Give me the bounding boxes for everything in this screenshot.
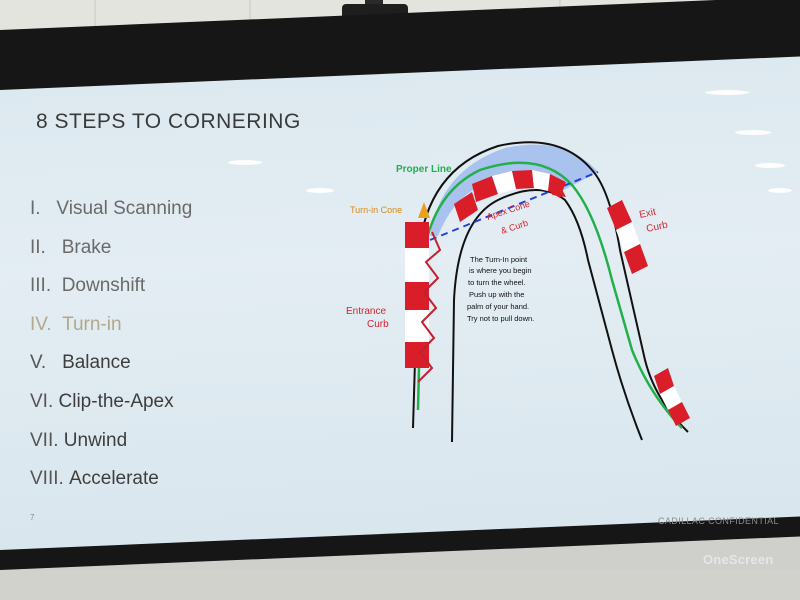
apex-curb-segment (472, 176, 498, 202)
wall-below-display (0, 570, 800, 600)
apex-curb-segment (512, 170, 534, 189)
turn-in-note: The Turn-In point is where you begin to … (467, 255, 534, 323)
exit-curb (607, 200, 690, 426)
entrance-curb-segment (405, 222, 429, 248)
steps-list: I. Visual Scanning II. Brake III. Downsh… (30, 198, 192, 507)
entrance-curb (405, 222, 429, 368)
monitor-brand-logo: OneScreen (703, 552, 774, 567)
step-label: Clip-the-Apex (58, 390, 174, 412)
proper-racing-line (416, 161, 683, 429)
step-numeral: II. (30, 236, 46, 258)
note-line: palm of your hand. (467, 302, 529, 311)
step-item: I. Visual Scanning (30, 198, 192, 237)
ceiling-light-reflection (705, 90, 749, 95)
entrance-curb-segment (405, 248, 429, 282)
step-numeral: I. (30, 198, 41, 219)
step-label: Visual Scanning (56, 198, 193, 219)
step-item: III. Downshift (30, 275, 192, 314)
entrance-label-line2: Curb (367, 319, 389, 330)
step-label: Brake (61, 236, 112, 258)
step-label: Downshift (61, 275, 146, 297)
step-item: VII. Unwind (30, 430, 192, 469)
step-numeral: IV. (30, 313, 52, 335)
note-line: to turn the wheel. (468, 278, 526, 287)
turn-in-dashed-line (429, 171, 599, 241)
ceiling-light-reflection (306, 188, 334, 193)
apex-curb (454, 170, 566, 222)
step-numeral: III. (30, 275, 52, 297)
exit-label-line2: Curb (645, 220, 669, 235)
exit-curb-segment (616, 222, 640, 252)
confidential-notice: CADILLAC CONFIDENTIAL (658, 516, 779, 526)
outer-track-edge (412, 141, 689, 433)
step-label: Turn-in (62, 313, 122, 335)
turn-in-cone-label: Turn-in Cone (350, 205, 402, 215)
turn-in-zone (430, 144, 598, 236)
step-item: V. Balance (30, 352, 192, 391)
ceiling-light-reflection (228, 160, 262, 165)
apex-curb-segment (492, 171, 516, 194)
step-label: Balance (62, 352, 131, 374)
exit-curb-segment (668, 402, 690, 426)
slide-title: 8 STEPS TO CORNERING (36, 110, 301, 133)
apex-label-line2: & Curb (500, 218, 530, 236)
entrance-curb-segment (405, 282, 429, 310)
slide-page-number: 7 (30, 513, 35, 522)
step-item: VI. Clip-the-Apex (30, 391, 192, 430)
step-item: II. Brake (30, 237, 192, 276)
inner-track-edge (451, 189, 643, 443)
exit-curb-segment (654, 368, 674, 394)
step-label: Accelerate (69, 468, 159, 490)
proper-line-label: Proper Line (396, 164, 452, 175)
cornering-diagram: Proper Line Turn-in Cone Apex Cone & Cur… (346, 141, 690, 443)
step-item: IV. Turn-in (30, 314, 192, 353)
exit-label-line1: Exit (638, 207, 657, 221)
step-numeral: VI. (30, 390, 54, 412)
step-numeral: VIII. (30, 468, 64, 490)
step-numeral: VII. (30, 429, 59, 451)
turn-in-cone-icon (418, 202, 430, 218)
entrance-label-line1: Entrance (346, 306, 386, 317)
step-numeral: V. (30, 352, 47, 374)
note-line: is where you begin (469, 266, 532, 275)
step-label: Unwind (63, 429, 128, 451)
apex-cone-icon (552, 182, 566, 197)
exit-curb-segment (607, 200, 632, 230)
exit-curb-segment (624, 244, 648, 274)
ceiling-light-reflection (768, 188, 792, 193)
apex-curb-segment (532, 170, 550, 191)
ceiling-light-reflection (755, 163, 785, 168)
step-item: VIII. Accelerate (30, 468, 192, 507)
note-line: Try not to pull down. (467, 314, 534, 323)
apex-curb-segment (454, 192, 478, 222)
exit-curb-segment (660, 386, 682, 410)
ceiling-light-reflection (735, 130, 771, 135)
steering-zigzag (417, 231, 442, 383)
note-line: The Turn-In point (470, 255, 528, 264)
note-line: Push up with the (469, 290, 524, 299)
